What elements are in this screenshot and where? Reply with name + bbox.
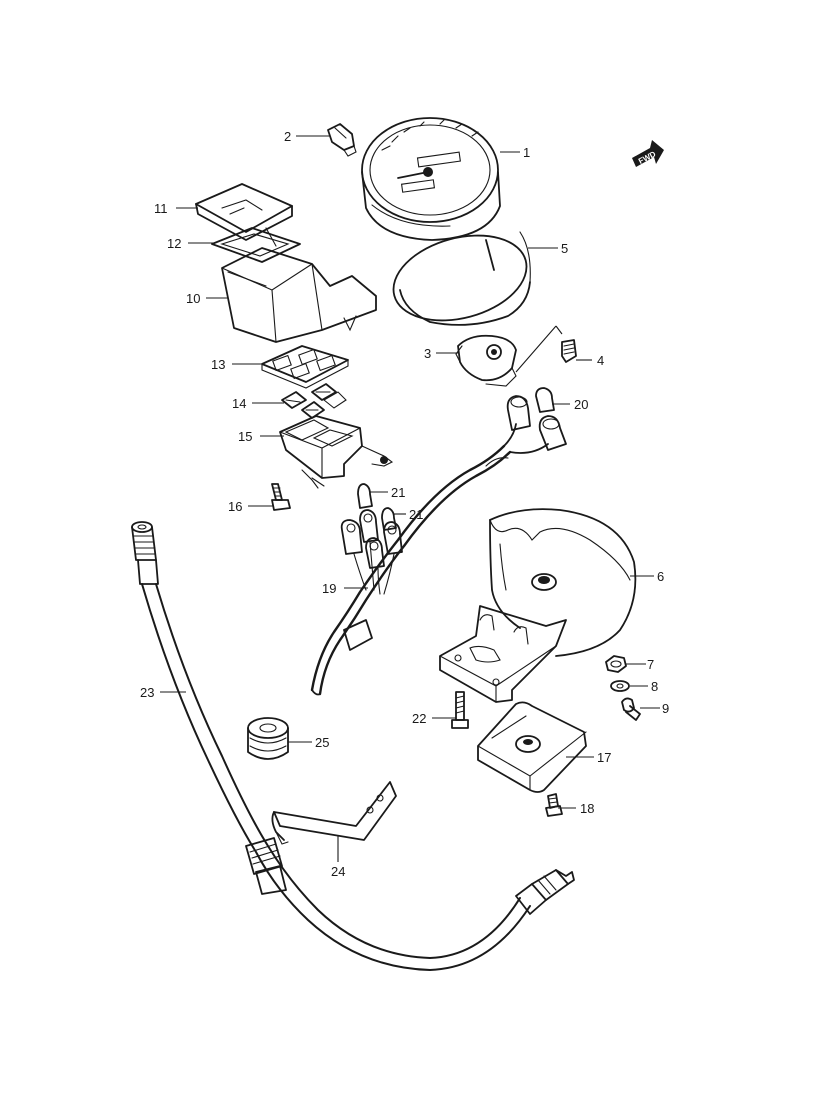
callout-4: 4 xyxy=(597,353,604,368)
indicator-lens xyxy=(195,183,293,241)
lens-gasket xyxy=(211,227,301,263)
bolt-9 xyxy=(621,697,641,721)
callout-25: 25 xyxy=(315,735,329,750)
indicator-plate xyxy=(261,345,349,389)
fwd-arrow-icon: FWD xyxy=(632,140,664,167)
bulb-20 xyxy=(535,387,555,413)
callout-13: 13 xyxy=(211,357,225,372)
callout-1: 1 xyxy=(523,145,530,160)
callout-14: 14 xyxy=(232,396,246,411)
callout-6: 6 xyxy=(657,569,664,584)
meter-cover xyxy=(477,701,587,793)
callout-5: 5 xyxy=(561,241,568,256)
callout-11: 11 xyxy=(154,201,168,216)
indicator-filters xyxy=(281,383,347,419)
sender-holder xyxy=(455,325,563,387)
speedometer xyxy=(361,117,501,271)
callout-numbers: 1 2 3 4 5 6 7 8 9 10 11 12 13 14 15 16 1… xyxy=(140,129,669,879)
cushion-ring xyxy=(392,231,531,326)
callout-21-a: 21 xyxy=(391,485,405,500)
grommet xyxy=(247,717,289,760)
wiring-harness xyxy=(310,395,567,696)
callout-12: 12 xyxy=(167,236,181,251)
screw-18 xyxy=(545,793,563,817)
nut-7 xyxy=(605,655,627,673)
callout-9: 9 xyxy=(662,701,669,716)
callout-3: 3 xyxy=(424,346,431,361)
callout-7: 7 xyxy=(647,657,654,672)
callout-17: 17 xyxy=(597,750,611,765)
bolt-22 xyxy=(451,691,469,729)
callout-2: 2 xyxy=(284,129,291,144)
callout-20: 20 xyxy=(574,397,588,412)
callout-16: 16 xyxy=(228,499,242,514)
callout-22: 22 xyxy=(412,711,426,726)
bulb-21-a xyxy=(357,483,373,509)
speedometer-cable xyxy=(131,521,575,971)
callout-21-b: 21 xyxy=(409,507,423,522)
callout-10: 10 xyxy=(186,291,200,306)
bulb-21-b xyxy=(381,507,397,531)
screw-16 xyxy=(271,483,291,511)
callout-8: 8 xyxy=(651,679,658,694)
washer-8 xyxy=(610,680,630,692)
callout-19: 19 xyxy=(322,581,336,596)
callout-18: 18 xyxy=(580,801,594,816)
meter-case xyxy=(439,508,637,703)
cable-bracket xyxy=(271,781,397,845)
leader-lines xyxy=(160,135,660,862)
indicator-case xyxy=(221,247,377,343)
callout-23: 23 xyxy=(140,685,154,700)
callout-24: 24 xyxy=(331,864,345,879)
indicator-housing xyxy=(279,415,394,489)
screw-4 xyxy=(561,339,577,363)
bulb xyxy=(327,123,357,157)
callout-15: 15 xyxy=(238,429,252,444)
